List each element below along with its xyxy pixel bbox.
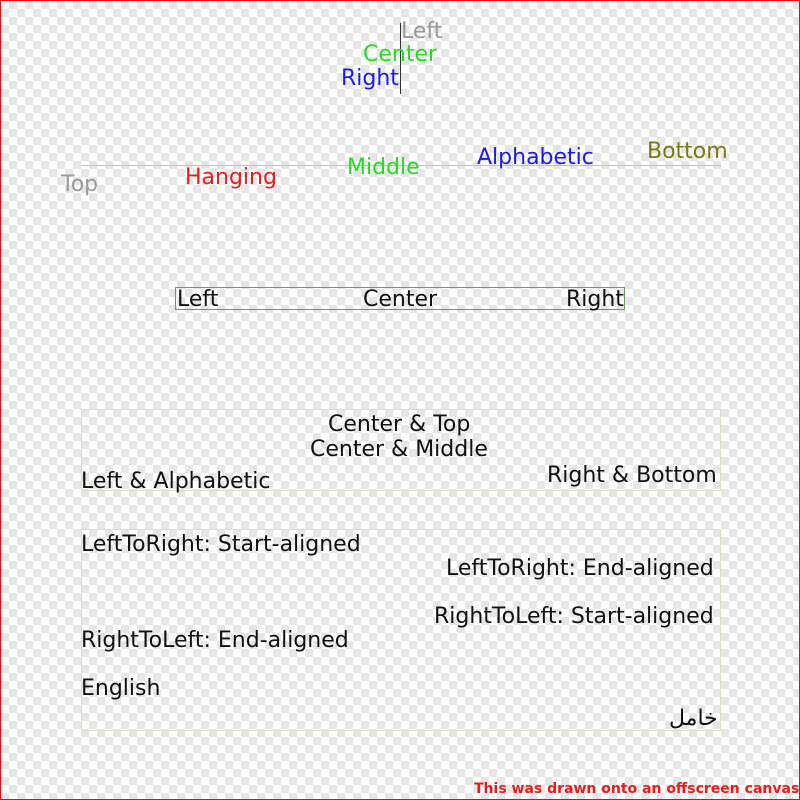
- box-right-label: Right: [566, 287, 624, 312]
- baseline-middle-sample: Middle: [347, 155, 420, 180]
- baseline-hanging-sample: Hanging: [185, 165, 277, 190]
- box-left-label: Left: [177, 287, 219, 312]
- text-align-left-sample: Left: [401, 19, 443, 44]
- center-top-label: Center & Top: [328, 412, 471, 437]
- english-label: English: [81, 676, 161, 701]
- center-middle-label: Center & Middle: [310, 437, 488, 462]
- align-box: [175, 287, 625, 310]
- baseline-guide-line: [81, 165, 721, 166]
- right-bottom-label: Right & Bottom: [547, 463, 717, 488]
- ltr-start-label: LeftToRight: Start-aligned: [81, 532, 361, 557]
- text-align-center-sample: Center: [363, 42, 438, 67]
- baseline-alphabetic-sample: Alphabetic: [477, 145, 594, 170]
- rtl-start-label: RightToLeft: Start-aligned: [434, 604, 714, 629]
- arabic-label: خامل: [669, 706, 718, 731]
- text-align-right-sample: Right: [341, 66, 399, 91]
- baseline-bottom-sample: Bottom: [647, 139, 728, 164]
- combo-box: [81, 409, 721, 491]
- ltr-end-label: LeftToRight: End-aligned: [446, 556, 714, 581]
- direction-box: [81, 529, 721, 731]
- left-alphabetic-label: Left & Alphabetic: [81, 469, 271, 494]
- baseline-top-sample: Top: [61, 172, 99, 197]
- box-center-label: Center: [363, 287, 438, 312]
- rtl-end-label: RightToLeft: End-aligned: [81, 628, 349, 653]
- offscreen-canvas-note: This was drawn onto an offscreen canvas: [474, 781, 800, 797]
- vertical-guide-line: [400, 23, 401, 94]
